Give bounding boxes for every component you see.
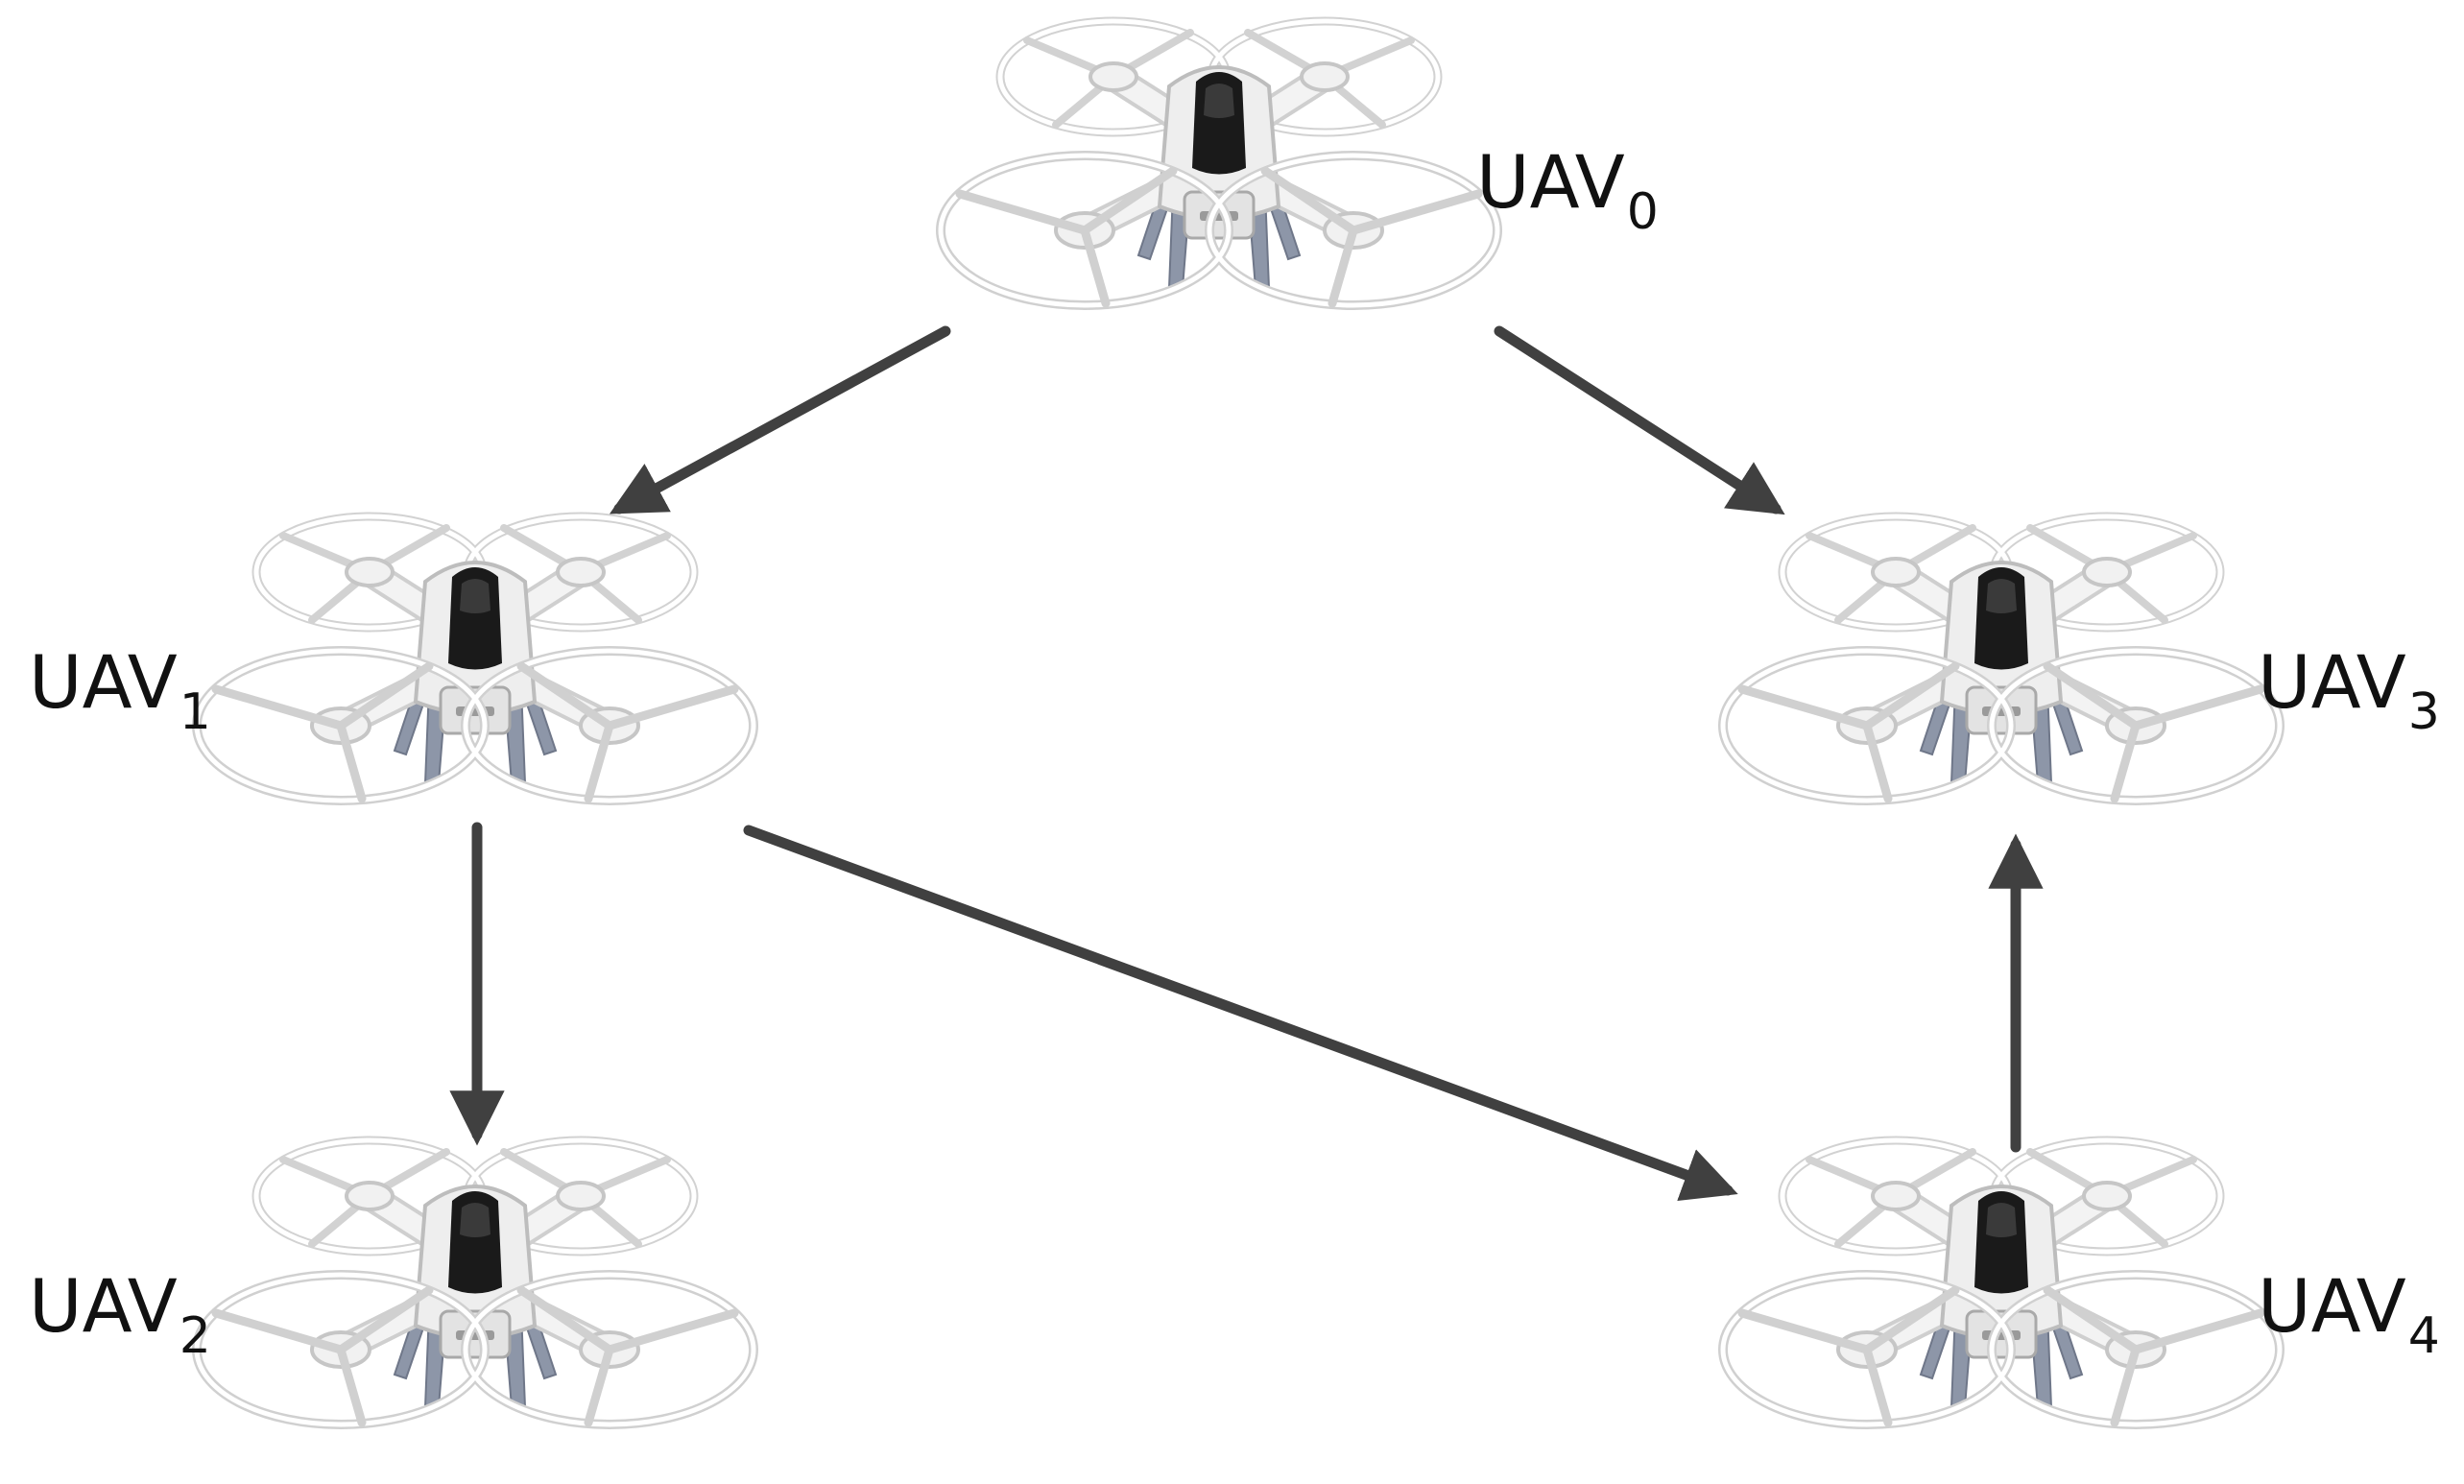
uav3-drone-icon bbox=[1723, 516, 2280, 801]
uav4-drone-icon bbox=[1723, 1140, 2280, 1424]
uav2-label: UAV2 bbox=[29, 1263, 211, 1365]
uav4-label: UAV4 bbox=[2258, 1263, 2440, 1365]
edge-uav0-to-uav3 bbox=[1494, 325, 1785, 515]
uav3-label: UAV3 bbox=[2258, 639, 2440, 741]
edges-layer bbox=[449, 325, 2044, 1202]
uav0-label: UAV0 bbox=[1476, 139, 1659, 241]
uav2-drone-icon bbox=[197, 1140, 754, 1424]
edge-uav0-to-uav1 bbox=[609, 325, 951, 515]
uav1-label: UAV1 bbox=[29, 639, 211, 741]
uav1-drone-icon bbox=[197, 516, 754, 801]
uav0-drone-icon bbox=[941, 21, 1497, 305]
edge-uav1-to-uav4 bbox=[743, 825, 1738, 1202]
